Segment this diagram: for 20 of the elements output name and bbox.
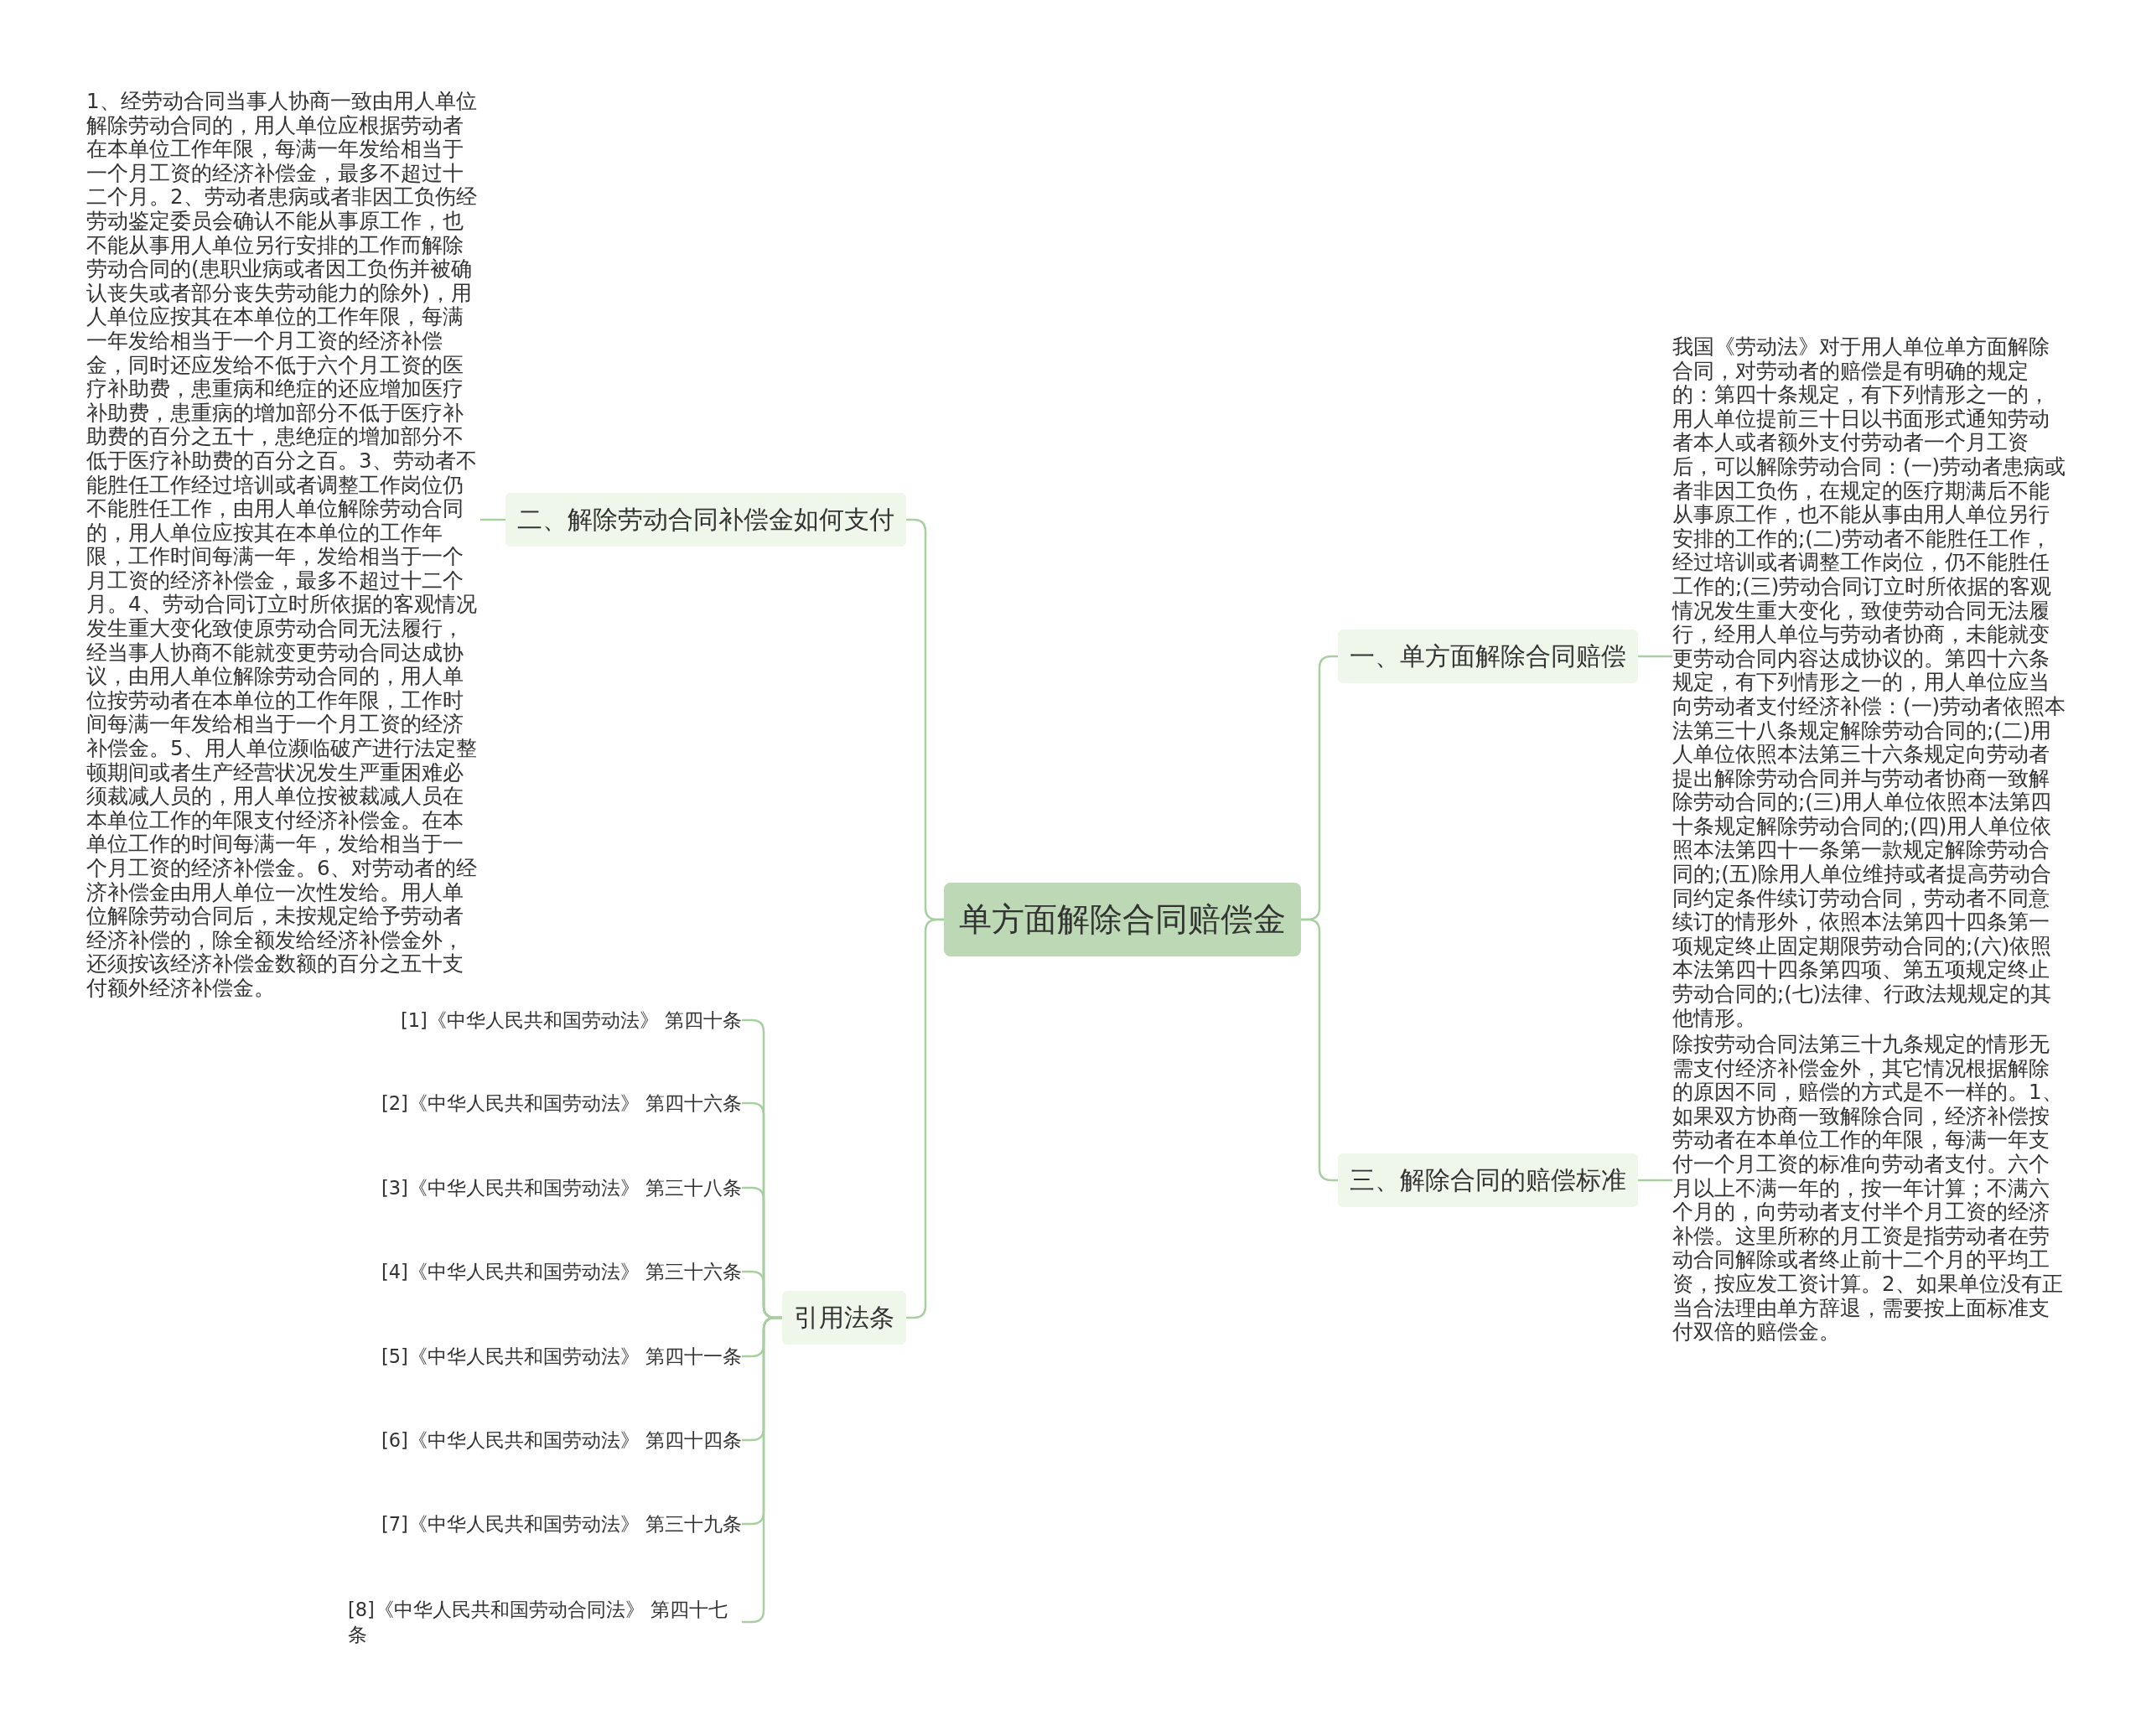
- connector-line: [1638, 655, 1672, 658]
- reference-text: [1]《中华人民共和国劳动法》 第四十条: [401, 1008, 743, 1033]
- note-text: 除按劳动合同法第三十九条规定的情形无需支付经济补偿金外，其它情况根据解除的原因不同，赔偿的方式是不一样的。1、如果双方协商一致解除合同，经济补偿按劳动者在本单位工作的年限，每满一年支付一个月工资的标准向劳动者支付。六个月以上不满一年的，按一年计算；不满六个月的，向劳动者支付半个月工资的经济补偿。这里所称的月工资是指劳动者在劳动合同解除或者终止前十二个月的平均工资，按应发工资计算。2、如果单位没有正当合法理由单方辞退，需要按上面标准支付双倍的赔偿金。: [1672, 1033, 2066, 1345]
- reference-text: [8]《中华人民共和国劳动合同法》 第四十七条: [348, 1597, 742, 1647]
- note-text: 我国《劳动法》对于用人单位单方面解除合同，对劳动者的赔偿是有明确的规定的：第四十条规定，有下列情形之一的，用人单位提前三十日以书面形式通知劳动者本人或者额外支付劳动者一个月工资后，可以解除劳动合同：(一)劳动者患病或者非因工负伤，在规定的医疗期满后不能从事原工作，也不能从事由用人单位另行安排的工作的;(二)劳动者不能胜任工作，经过培训或者调整工作岗位，仍不能胜任工作的;(三)劳动合同订立时所依据的客观情况发生重大变化，致使劳动合同无法履行，经用人单位与劳动者协商，未能就变更劳动合同内容达成协议的。第四十六条规定，有下列情形之一的，用人单位应当向劳动者支付经济补偿：(一)劳动者依照本法第三十八条规定解除劳动合同的;(二)用人单位依照本法第三十六条规定向劳动者提出解除劳动合同并与劳动者协商一致解除劳动合同的;(三)用人单位依照本法第四十条规定解除劳动合同的;(四)用人单位依照本法第四十一条第一款规定解除劳动合同的;(五)除用人单位维持或者提高劳动合同约定条件续订劳动合同，劳动者不同意续订的情形外，依照本法第四十四条第一项规定终止固定期限劳动合同的;(六)依照本法第四十四条第四项、第五项规定终止劳动合同的;(七)法律、行政法规规定的其他情形。: [1672, 335, 2066, 1031]
- reference-text: [7]《中华人民共和国劳动法》 第三十九条: [381, 1511, 743, 1536]
- reference-text: [6]《中华人民共和国劳动法》 第四十四条: [381, 1428, 743, 1453]
- reference-text: [2]《中华人民共和国劳动法》 第四十六条: [381, 1091, 743, 1116]
- connector-line: [480, 518, 505, 521]
- reference-text: [5]《中华人民共和国劳动法》 第四十一条: [381, 1344, 743, 1369]
- connector-line: [1638, 1179, 1672, 1182]
- central-topic-box: 单方面解除合同赔偿金: [944, 883, 1301, 956]
- reference-text: [4]《中华人民共和国劳动法》 第三十六条: [381, 1259, 743, 1284]
- reference-text: [3]《中华人民共和国劳动法》 第三十八条: [381, 1175, 743, 1200]
- connector-line: [1301, 918, 1338, 1182]
- topic-box: 引用法条: [782, 1291, 906, 1345]
- note-text: 1、经劳动合同当事人协商一致由用人单位解除劳动合同的，用人单位应根据劳动者在本单位工作年限，每满一年发给相当于一个月工资的经济补偿金，最多不超过十二个月。2、劳动者患病或者非因工负伤经劳动鉴定委员会确认不能从事原工作，也不能从事用人单位另行安排的工作而解除劳动合同的(患职业病或者因工负伤并被确认丧失或者部分丧失劳动能力的除外)，用人单位应按其在本单位的工作年限，每满一年发给相当于一个月工资的经济补偿金，同时还应发给不低于六个月工资的医疗补助费，患重病和绝症的还应增加医疗补助费，患重病的增加部分不低于医疗补助费的百分之五十，患绝症的增加部分不低于医疗补助费的百分之百。3、劳动者不能胜任工作经过培训或者调整工作岗位仍不能胜任工作，由用人单位解除劳动合同的，用人单位应按其在本单位的工作年限，工作时间每满一年，发给相当于一个月工资的经济补偿金，最多不超过十二个月。4、劳动合同订立时所依据的客观情况发生重大变化致使原劳动合同无法履行，经当事人协商不能就变更劳动合同达成协议，由用人单位解除劳动合同的，用人单位按劳动者在本单位的工作年限，工作时间每满一年发给相当于一个月工资的经济补偿金。5、用人单位濒临破产进行法定整顿期间或者生产经营状况发生严重困难必须裁减人员的，用人单位按被裁减人员在本单位工作的年限支付经济补偿金。在本单位工作的时间每满一年，发给相当于一个月工资的经济补偿金。6、对劳动者的经济补偿金由用人单位一次性发给。用人单位解除劳动合同后，未按规定给予劳动者经济补偿的，除全额发给经济补偿金外，还须按该经济补偿金数额的百分之五十支付额外经济补偿金。: [86, 90, 480, 1001]
- topic-box: 三、解除合同的赔偿标准: [1338, 1153, 1638, 1207]
- topic-box: 二、解除劳动合同补偿金如何支付: [505, 493, 906, 547]
- topic-box: 一、单方面解除合同赔偿: [1338, 630, 1638, 683]
